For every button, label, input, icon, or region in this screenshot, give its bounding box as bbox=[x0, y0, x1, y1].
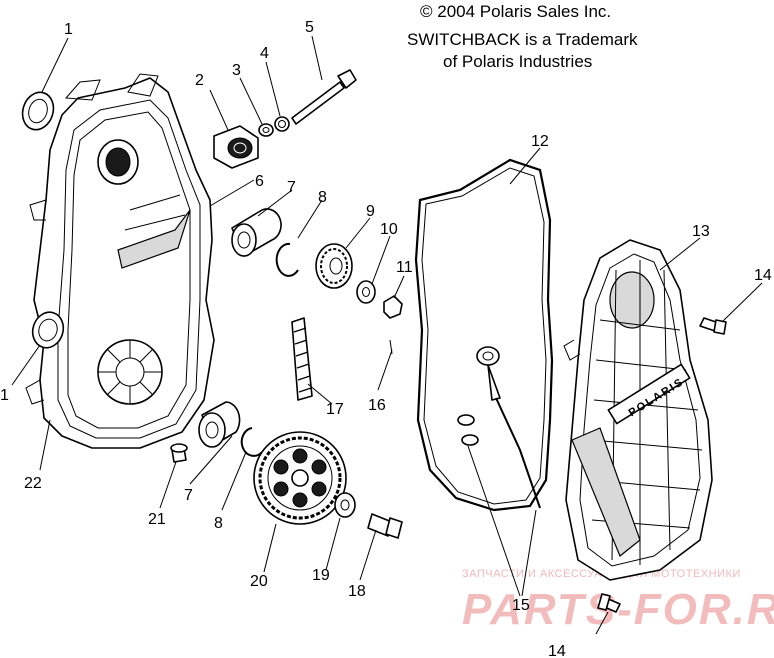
washer-small bbox=[258, 123, 274, 137]
chaincase-housing bbox=[25, 73, 215, 449]
nut-small bbox=[274, 116, 290, 132]
callout-2: 2 bbox=[195, 72, 204, 89]
callout-9: 9 bbox=[366, 203, 375, 220]
callout-14-upper: 14 bbox=[754, 267, 772, 284]
callout-10: 10 bbox=[380, 221, 398, 238]
chaincase-cover: POLARIS bbox=[563, 239, 713, 581]
o-ring-upper bbox=[457, 414, 475, 426]
callout-16: 16 bbox=[368, 397, 386, 414]
trademark-notice: SWITCHBACK is a Trademark bbox=[407, 30, 638, 49]
callout-8-lower: 8 bbox=[214, 515, 223, 532]
callout-21: 21 bbox=[148, 511, 166, 528]
washer-upper bbox=[356, 280, 376, 304]
trademark-owner: of Polaris Industries bbox=[443, 52, 592, 71]
o-ring-lower bbox=[461, 434, 479, 446]
lower-sprocket bbox=[253, 431, 347, 525]
seal-lower bbox=[31, 311, 65, 349]
leader-lines bbox=[11, 35, 763, 635]
callout-3: 3 bbox=[232, 62, 241, 79]
callout-11: 11 bbox=[396, 259, 413, 276]
drain-plug bbox=[170, 443, 188, 463]
seal-upper bbox=[21, 91, 55, 131]
callout-14-lower: 14 bbox=[548, 643, 566, 658]
callout-12: 12 bbox=[531, 133, 549, 150]
callout-8-upper: 8 bbox=[318, 189, 327, 206]
nut-upper bbox=[383, 295, 403, 319]
callout-20: 20 bbox=[250, 573, 268, 590]
chain-tensioner bbox=[213, 125, 259, 169]
callout-7-upper: 7 bbox=[287, 179, 296, 196]
upper-sprocket bbox=[315, 243, 353, 289]
callout-18: 18 bbox=[348, 583, 366, 600]
sprocket-bolt bbox=[367, 513, 403, 539]
callout-labels: 1 1 2 3 4 5 6 7 8 9 10 11 12 13 14 14 15… bbox=[0, 19, 772, 658]
cover-gasket bbox=[414, 158, 554, 512]
callout-5: 5 bbox=[305, 19, 314, 36]
snap-ring-lower bbox=[240, 427, 263, 457]
callout-4: 4 bbox=[260, 45, 269, 62]
callout-19: 19 bbox=[312, 567, 330, 584]
callout-15: 15 bbox=[512, 597, 530, 614]
housing-oil-impeller bbox=[97, 339, 163, 405]
copyright-notice: © 2004 Polaris Sales Inc. bbox=[420, 2, 611, 21]
dipstick bbox=[476, 346, 541, 509]
bearing-lower bbox=[198, 401, 241, 448]
callout-13: 13 bbox=[692, 223, 710, 240]
drive-chain bbox=[291, 317, 313, 401]
callout-1-lower: 1 bbox=[0, 387, 9, 404]
cover-bolt-upper bbox=[699, 317, 727, 335]
tensioner-bolt bbox=[291, 69, 357, 125]
snap-ring-upper bbox=[275, 242, 299, 277]
callout-22: 22 bbox=[24, 475, 42, 492]
callout-17: 17 bbox=[326, 401, 344, 418]
callout-7-lower: 7 bbox=[184, 487, 193, 504]
cover-bolt-lower bbox=[597, 593, 621, 613]
callout-1-upper: 1 bbox=[64, 21, 73, 38]
callout-6: 6 bbox=[255, 173, 264, 190]
bearing-upper bbox=[231, 208, 282, 257]
washer-lower bbox=[334, 492, 356, 518]
